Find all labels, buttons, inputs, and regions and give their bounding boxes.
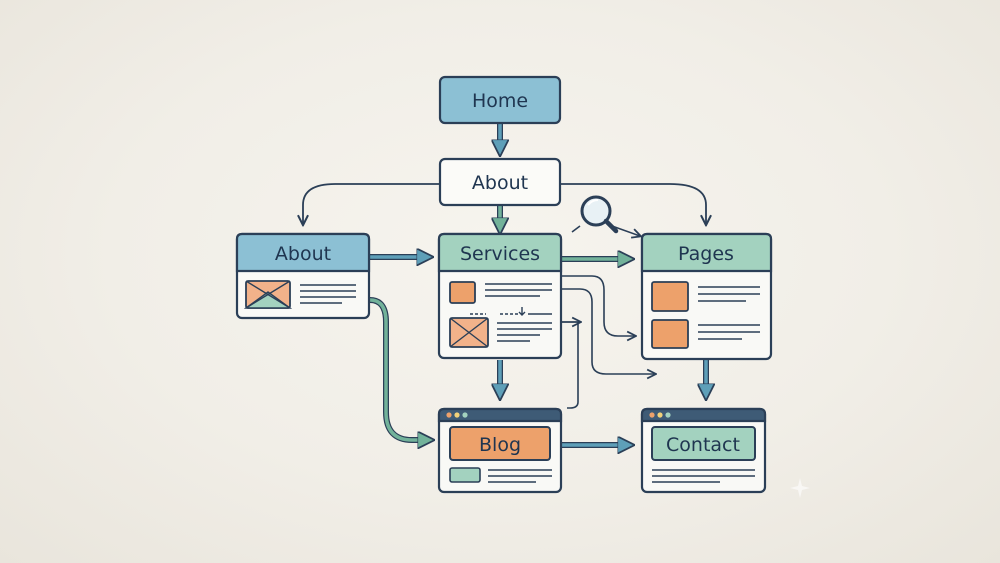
thin-connector-search-pages <box>611 225 640 236</box>
content-block-icon <box>449 467 481 483</box>
arrow-about-to-about-card <box>303 183 440 224</box>
content-block-icon <box>651 281 689 312</box>
browser-window-dots-icon <box>649 412 671 418</box>
thin-connector-services-pages-1 <box>562 275 635 336</box>
text-lines <box>300 284 356 304</box>
image-placeholder-icon <box>243 280 293 309</box>
blog-card[interactable]: Blog <box>437 407 563 494</box>
image-placeholder-icon <box>449 317 489 348</box>
about-node[interactable]: About <box>438 157 562 207</box>
thin-connector-services-pages-2 <box>562 288 655 374</box>
thin-connector-services-blog <box>562 321 579 409</box>
content-block-icon <box>449 281 476 304</box>
home-node[interactable]: Home <box>438 75 562 125</box>
about-card-label: About <box>275 243 331 265</box>
sparkle-icon <box>790 478 810 498</box>
pages-card[interactable]: Pages <box>640 232 773 361</box>
contact-card[interactable]: Contact <box>640 407 767 494</box>
about-label: About <box>472 172 528 194</box>
magnifier-icon <box>580 195 619 234</box>
pages-label: Pages <box>678 243 734 265</box>
services-card[interactable]: Services <box>437 232 563 360</box>
content-block-icon <box>651 319 689 349</box>
arrow-about-card-to-blog <box>369 297 426 443</box>
services-label: Services <box>460 243 540 265</box>
arrow-about-to-pages <box>560 183 706 224</box>
connectors <box>303 124 706 445</box>
home-label: Home <box>472 90 528 112</box>
browser-window-dots-icon <box>446 412 468 418</box>
contact-label: Contact <box>666 434 740 456</box>
blog-label: Blog <box>479 434 521 456</box>
about-card[interactable]: About <box>235 232 371 320</box>
